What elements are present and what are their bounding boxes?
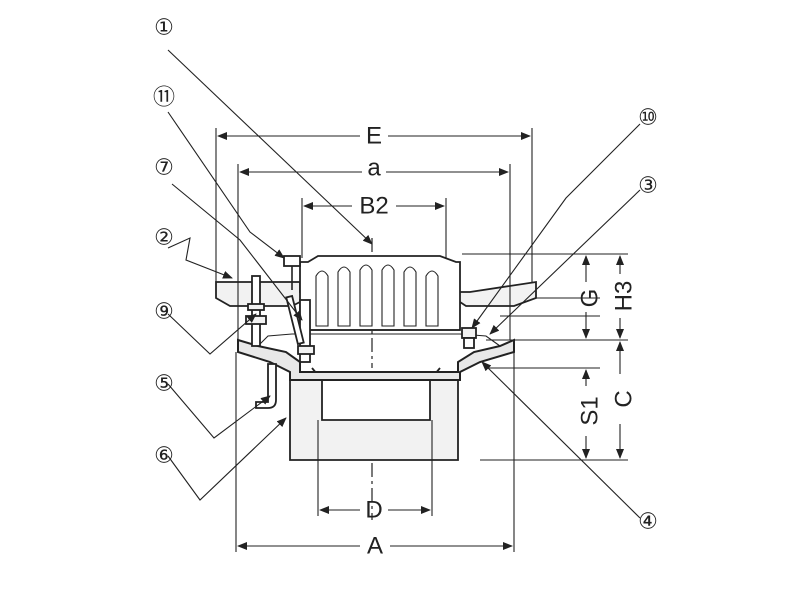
strainer-outer [299,255,461,331]
flange-top-edge [257,333,501,347]
dim-a: a [367,155,381,182]
dim-D: D [365,497,382,524]
strainer-screw [283,255,301,290]
callout-10: ⑩ [638,106,658,131]
callout-6: ⑥ [154,444,174,469]
right-bolt [461,327,477,349]
callout-7: ⑦ [154,156,174,181]
drain-body [215,238,537,520]
callout-5: ⑤ [154,372,174,397]
dim-H3: H3 [611,281,638,312]
dim-B2: B2 [359,193,388,220]
leader-lines [167,49,641,519]
dim-G: G [577,289,604,308]
callout-9: ⑨ [154,300,174,325]
callout-2: ② [154,226,174,251]
side-hook [255,363,277,409]
callout-3: ③ [638,174,658,199]
callout-4: ④ [638,510,658,535]
dim-S1: S1 [577,396,604,425]
callout-11: ⑪ [153,86,175,111]
dimension-lines [215,128,628,552]
dimension-labels: E a B2 D A G H3 S1 C [359,123,637,560]
strainer-slots [315,264,439,327]
dim-E: E [366,123,382,150]
callout-labels: ① ⑪ ⑦ ② ⑨ ⑤ ⑥ ⑩ ③ ④ [153,16,658,535]
dim-A: A [367,533,383,560]
callout-1: ① [154,16,174,41]
dim-C: C [611,390,638,407]
